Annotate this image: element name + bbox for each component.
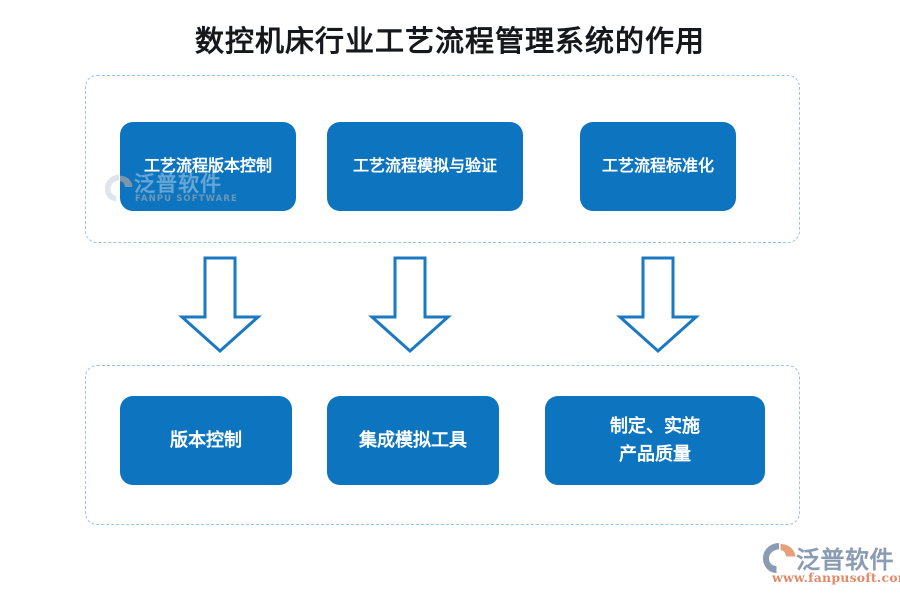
outcomes-group-container — [85, 365, 800, 525]
node-capability-simulation-verification[interactable]: 工艺流程模拟与验证 — [327, 122, 523, 211]
node-label-line: 集成模拟工具 — [359, 429, 467, 451]
logo-cn-text: 泛普软件 — [796, 546, 894, 574]
page-title: 数控机床行业工艺流程管理系统的作用 — [194, 24, 705, 58]
arrow-down-icon — [615, 255, 701, 355]
node-label: 工艺流程标准化 — [601, 156, 714, 176]
node-outcome-version-control[interactable]: 版本控制 — [120, 396, 292, 485]
node-label-block: 版本控制 — [162, 427, 250, 455]
node-outcome-integrated-simulation-tools[interactable]: 集成模拟工具 — [327, 396, 499, 485]
arrow-down-icon — [367, 255, 453, 355]
node-label-line: 产品质量 — [619, 443, 691, 465]
node-capability-version-control[interactable]: 工艺流程版本控制 — [120, 122, 296, 211]
node-label-block: 集成模拟工具 — [351, 427, 475, 455]
node-outcome-product-quality[interactable]: 制定、实施 产品质量 — [545, 396, 765, 485]
node-label: 工艺流程模拟与验证 — [352, 156, 497, 176]
node-label-line: 版本控制 — [170, 429, 242, 451]
fanpu-logo: 泛普软件 www.fanpusoft.com — [762, 540, 900, 590]
node-label: 工艺流程版本控制 — [143, 156, 272, 176]
node-capability-standardization[interactable]: 工艺流程标准化 — [580, 122, 736, 211]
logo-url-text: www.fanpusoft.com — [772, 570, 900, 585]
arrow-down-icon — [177, 255, 263, 355]
node-label-line: 制定、实施 — [610, 415, 700, 437]
fanpu-logo-icon — [762, 542, 798, 574]
capabilities-group-container — [85, 75, 800, 243]
node-label-block: 制定、实施 产品质量 — [602, 413, 708, 469]
